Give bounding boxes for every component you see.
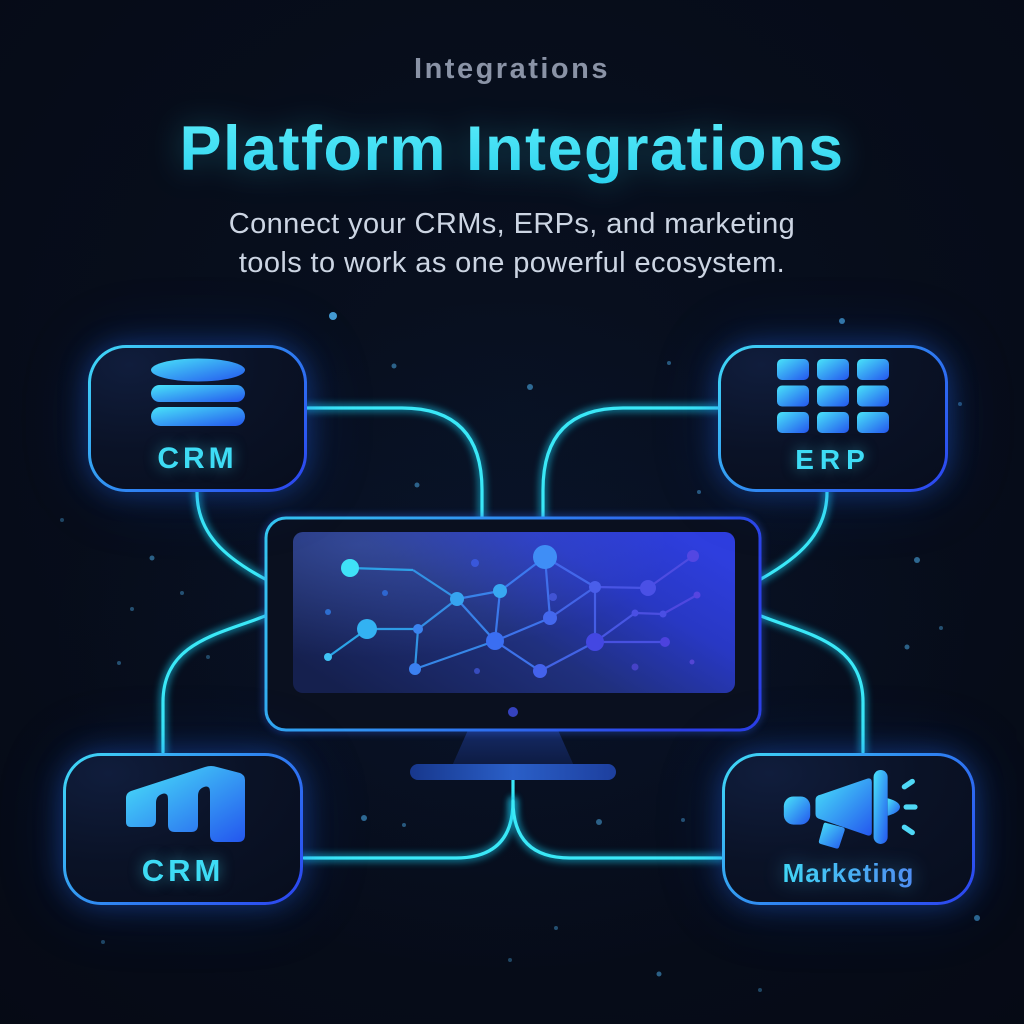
subtitle-line-1: Connect your CRMs, ERPs, and marketing xyxy=(228,208,796,240)
database-icon xyxy=(150,358,245,426)
megaphone-icon xyxy=(783,770,918,849)
card-marketing: Marketing xyxy=(722,753,975,905)
card-erp-label: ERP xyxy=(795,444,871,475)
card-crm-bottom-label: CRM xyxy=(141,853,225,888)
monitor-camera-dot xyxy=(508,707,518,717)
card-crm-top: CRM xyxy=(88,345,307,492)
background-stars xyxy=(60,312,980,992)
card-marketing-label: Marketing xyxy=(782,858,915,888)
connector-lines xyxy=(158,403,868,863)
page-subtitle: Connect your CRMs, ERPs, and marketing t… xyxy=(0,205,1024,283)
eyebrow-label: Integrations xyxy=(414,53,610,85)
monitor-stand-neck xyxy=(452,730,574,766)
monitor-screen-sheen xyxy=(293,532,735,693)
m-logo-icon xyxy=(126,765,245,842)
page-title: Platform Integrations xyxy=(0,113,1024,185)
card-erp: ERP xyxy=(718,345,948,492)
monitor-stand-base xyxy=(410,764,616,780)
screen-network-graph xyxy=(324,545,701,678)
grid-icon xyxy=(777,359,889,433)
subtitle-line-2: tools to work as one powerful ecosystem. xyxy=(238,247,786,279)
card-crm-bottom: CRM xyxy=(63,753,303,905)
card-crm-top-label: CRM xyxy=(157,442,238,475)
monitor-illustration xyxy=(262,514,764,780)
